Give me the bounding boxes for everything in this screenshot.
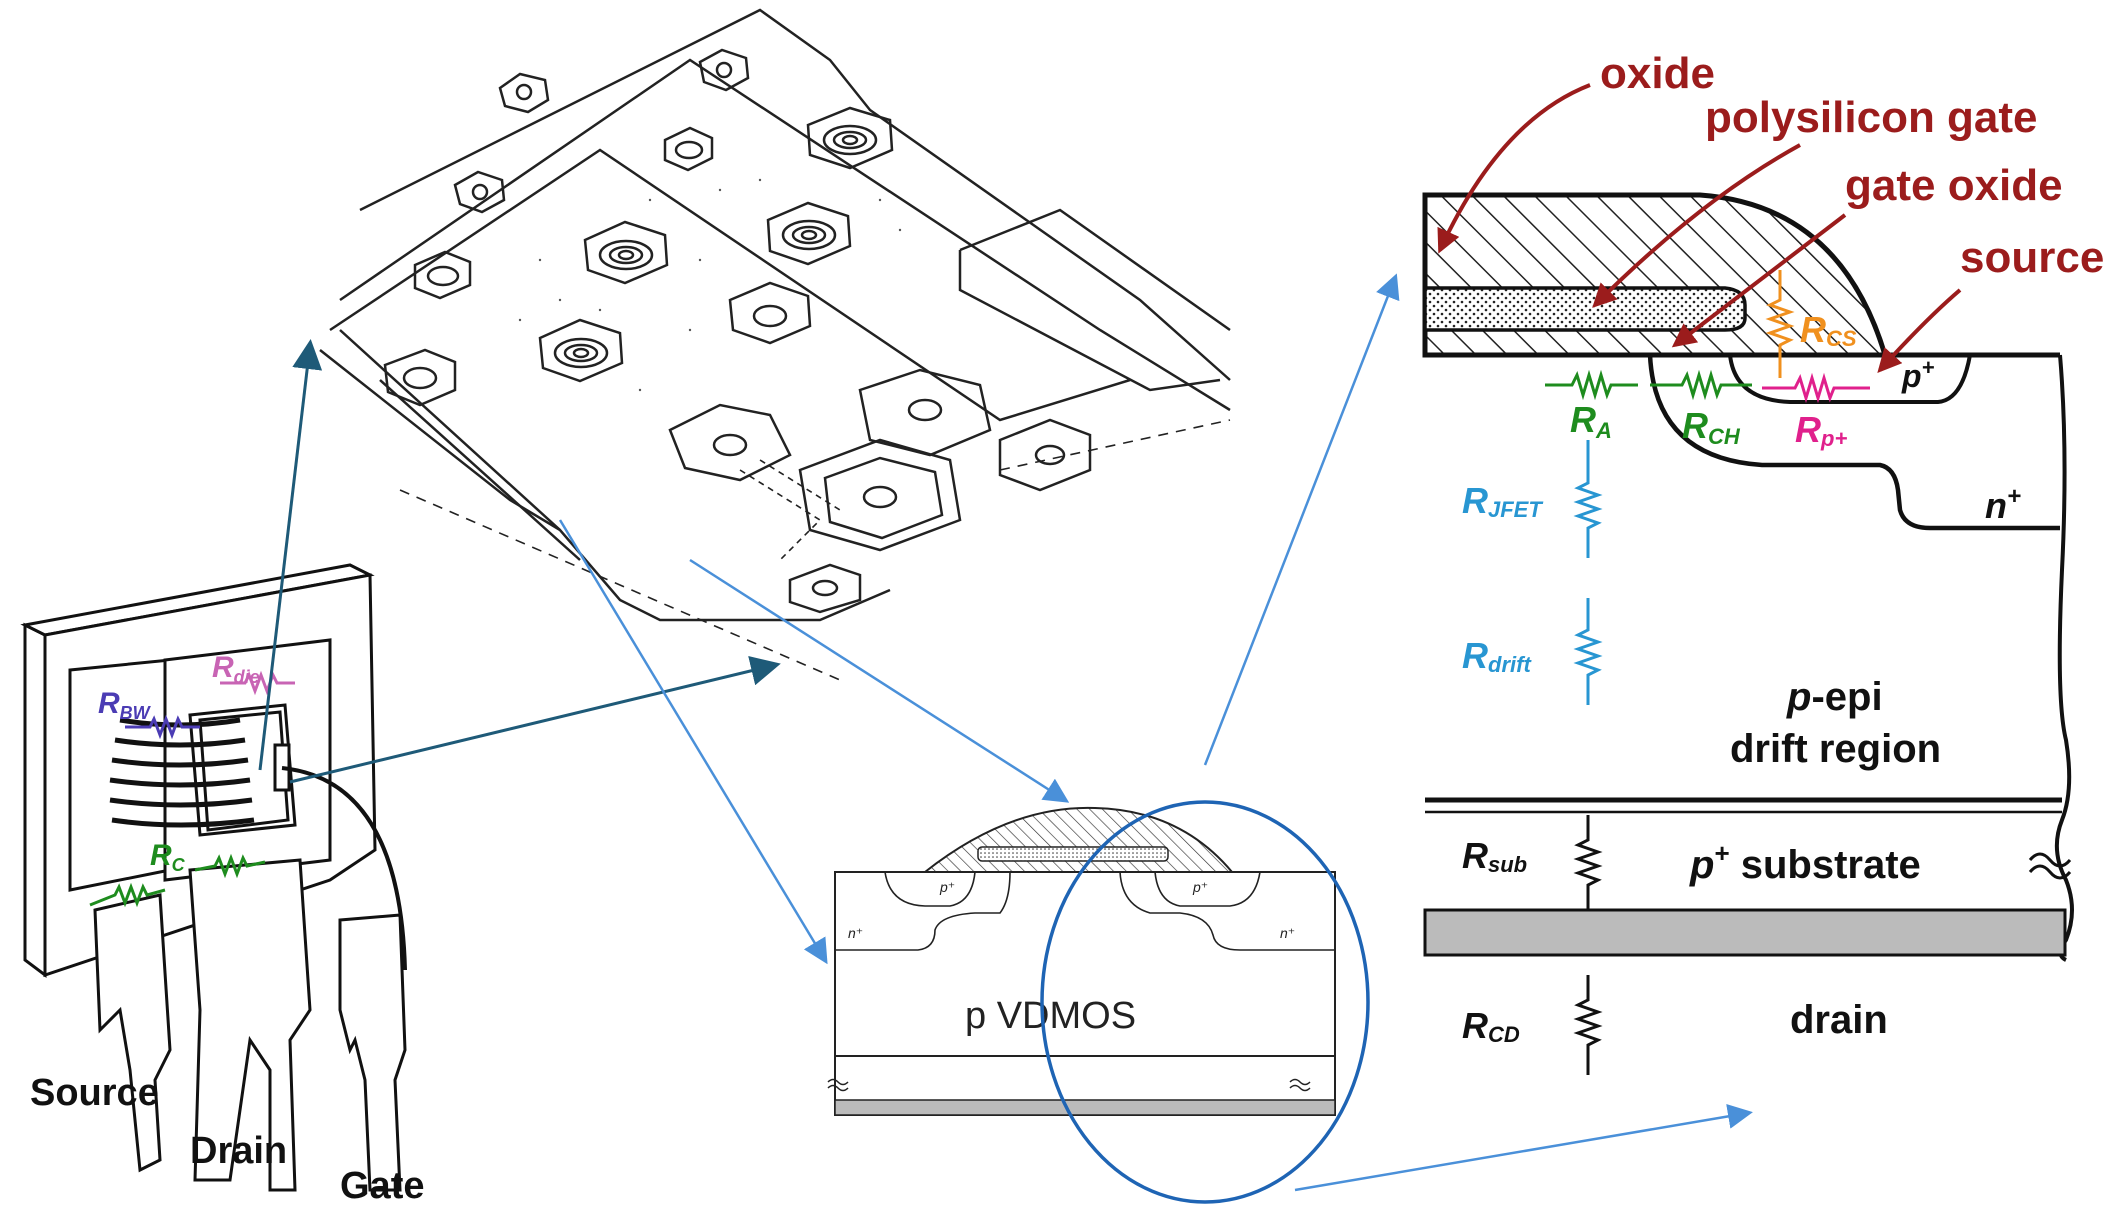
r-sub-label: Rsub xyxy=(1462,835,1527,877)
source-label: source xyxy=(1960,233,2104,282)
drift-region-label: drift region xyxy=(1730,727,1941,771)
pin-drain-label: Drain xyxy=(190,1130,287,1172)
detail-leader-arrows xyxy=(1437,83,1962,373)
r-bw-label: RBW xyxy=(98,687,152,723)
oxide-label: oxide xyxy=(1600,49,1715,98)
small-n-plus-left: n⁺ xyxy=(848,925,863,941)
small-break-marks xyxy=(827,1078,1311,1092)
substrate-label: p+ substrate xyxy=(1689,838,1921,887)
zoom-ellipse xyxy=(1040,800,1370,1204)
r-c-label: RC xyxy=(150,839,186,875)
package-resistors xyxy=(89,670,295,908)
p-epi-label: p-epi xyxy=(1786,675,1883,719)
r-jfet-label: RJFET xyxy=(1462,480,1543,522)
die-surface-3d xyxy=(319,8,1231,681)
small-p-plus-left: p⁺ xyxy=(939,879,955,895)
detail-resistors xyxy=(1545,270,1870,1075)
r-a-label: RA xyxy=(1570,399,1612,443)
detailed-cross-section xyxy=(1422,192,2074,962)
small-section-title: p VDMOS xyxy=(965,995,1136,1037)
to-package xyxy=(20,563,407,1192)
small-p-plus-right: p⁺ xyxy=(1192,879,1208,895)
bond-wires xyxy=(109,717,407,971)
r-drift-label: Rdrift xyxy=(1462,635,1532,677)
polysilicon-gate-label: polysilicon gate xyxy=(1705,93,2038,142)
connector-arrows xyxy=(258,273,1753,1192)
r-cs-label: RCS xyxy=(1800,309,1857,351)
gate-oxide-label: gate oxide xyxy=(1845,161,2063,210)
drain-region-label: drain xyxy=(1790,998,1888,1042)
pin-source-label: Source xyxy=(30,1072,159,1114)
p-plus-region-label: p+ xyxy=(1901,355,1935,394)
small-n-plus-right: n⁺ xyxy=(1280,925,1295,941)
r-ch-label: RCH xyxy=(1682,405,1741,449)
r-die-label: Rdie xyxy=(212,651,260,687)
small-cross-section xyxy=(834,806,1336,1116)
n-plus-region-label: n+ xyxy=(1985,483,2021,526)
r-p-plus-label: Rp+ xyxy=(1795,409,1847,451)
r-cd-label: RCD xyxy=(1462,1005,1520,1047)
surface-stipple xyxy=(518,178,902,392)
pin-gate-label: Gate xyxy=(340,1165,424,1207)
